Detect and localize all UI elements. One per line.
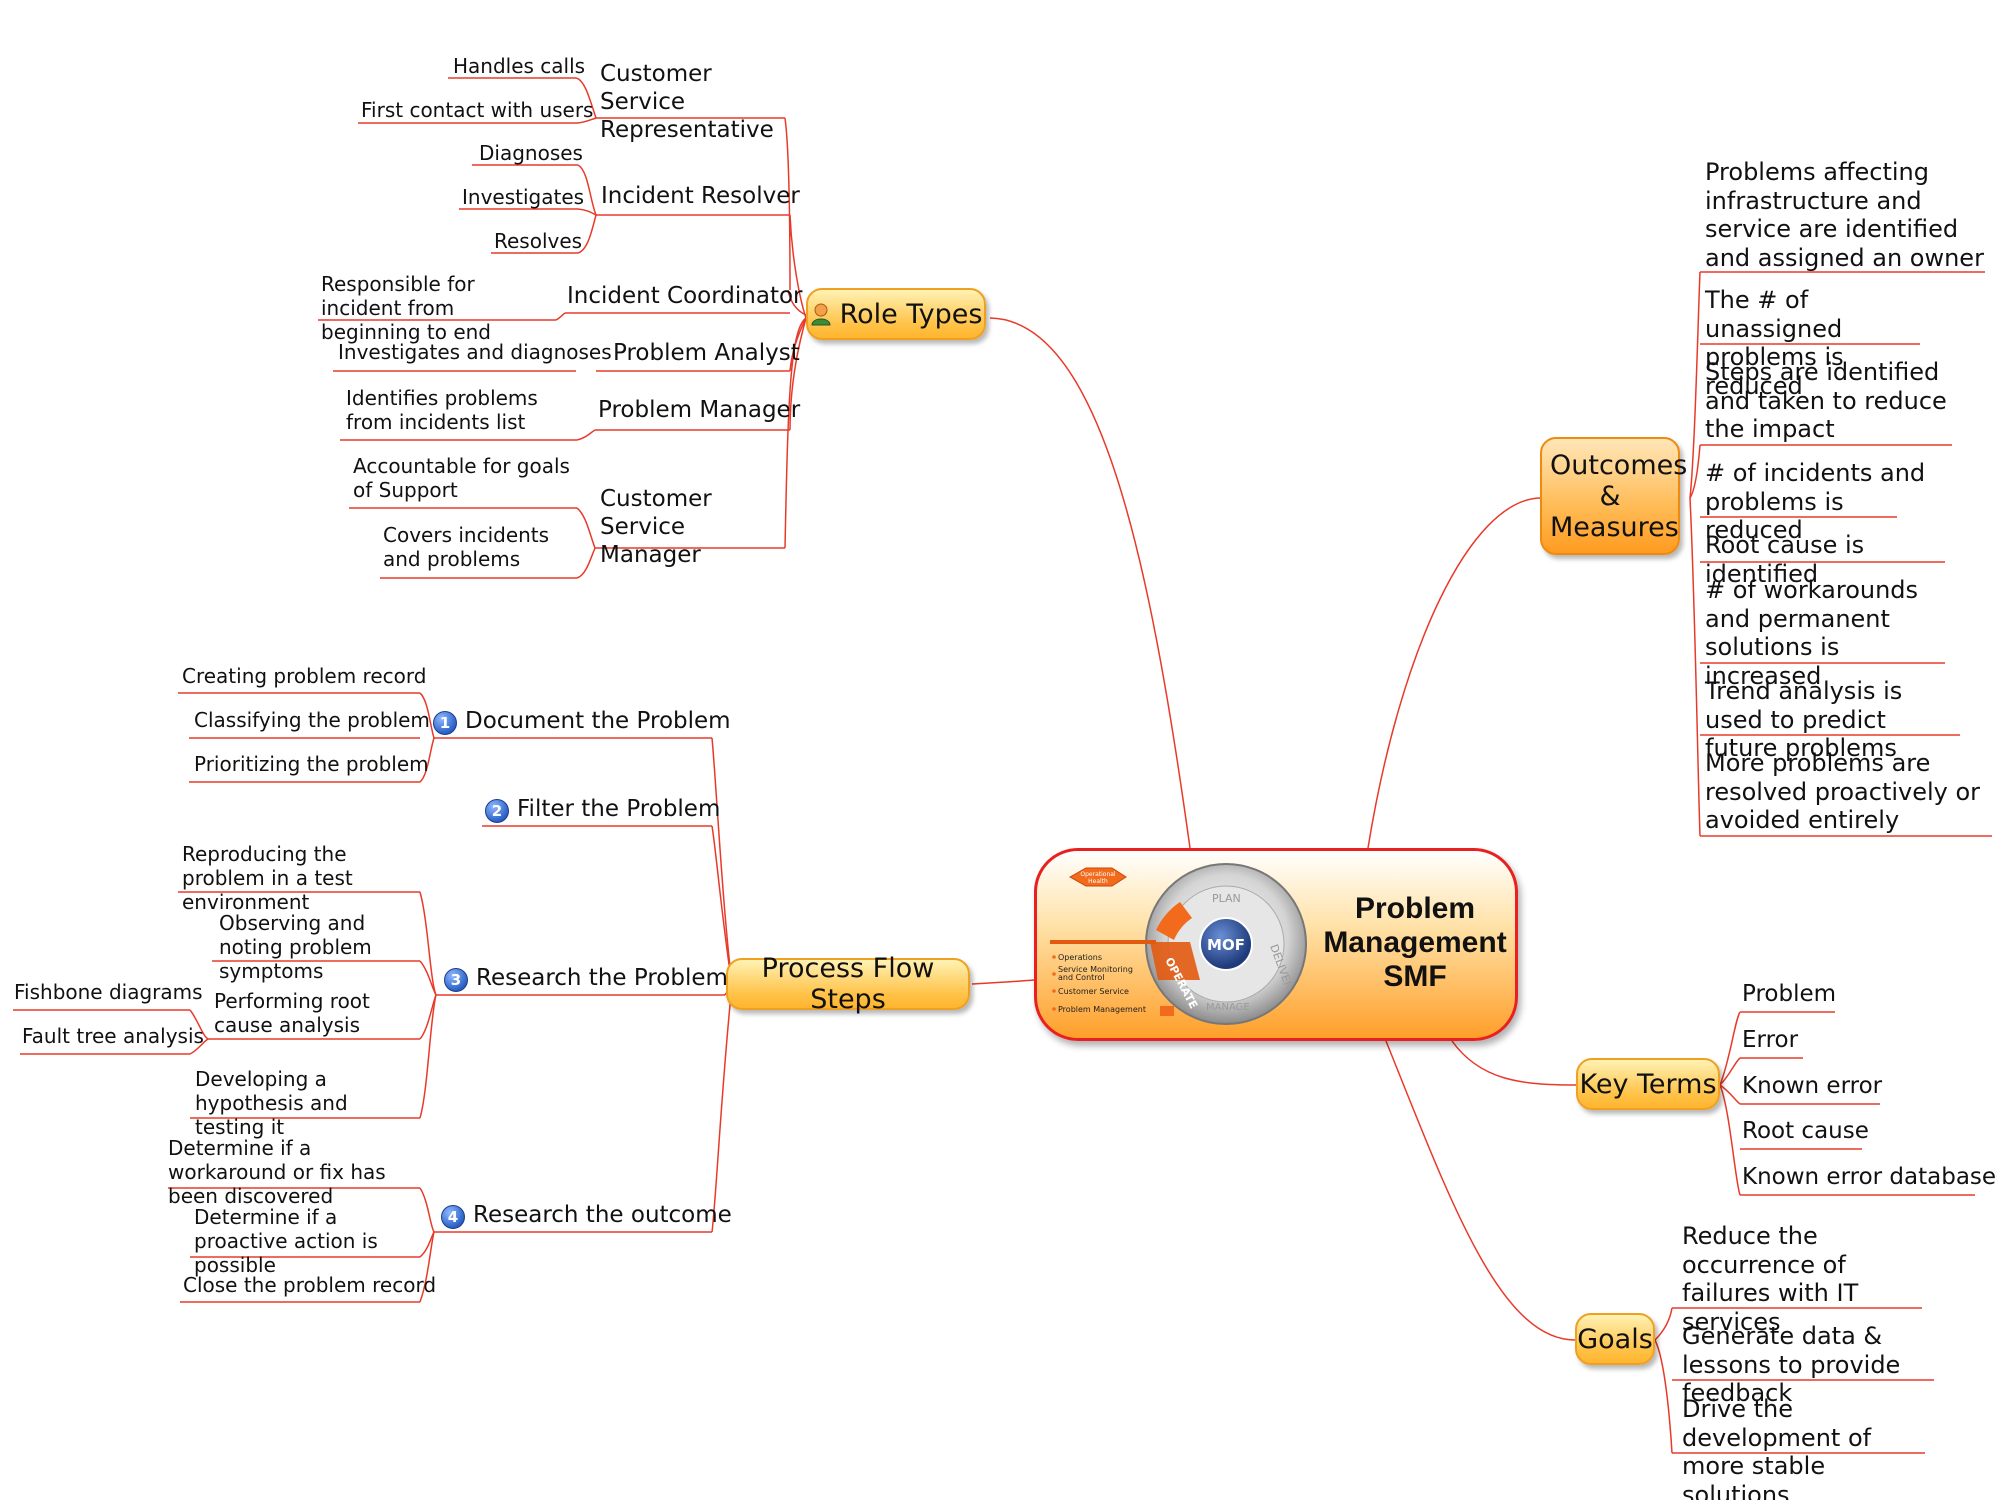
goal-item: Generate data & lessons to provide feedb… <box>1682 1322 1901 1407</box>
step-detail: Performing root cause analysis <box>214 989 370 1037</box>
topic-key-terms[interactable]: Key Terms <box>1576 1058 1720 1110</box>
mof-ring-manage: MANAGE <box>1206 1002 1250 1013</box>
mof-legend-4: Problem Management <box>1058 1005 1146 1014</box>
step-number-badge: 4 <box>441 1205 465 1229</box>
mof-logo-icon: OPERATE PLAN DELIVER MANAGE MOF Operatio… <box>1050 863 1307 1025</box>
role-item: Incident Coordinator <box>567 283 803 309</box>
role-detail: Accountable for goals of Support <box>353 454 570 502</box>
step-detail: Prioritizing the problem <box>194 752 429 776</box>
mof-legend-1: Operations <box>1058 953 1102 962</box>
key-term-item: Root cause <box>1742 1118 1869 1144</box>
mof-ring-plan: PLAN <box>1212 892 1241 905</box>
outcome-item: # of incidents and problems is reduced <box>1705 459 1926 544</box>
goal-item: Drive the development of more stable sol… <box>1682 1395 1872 1500</box>
outcome-item: Steps are identified and taken to reduce… <box>1705 358 1947 443</box>
outcome-item: The # of unassigned problems is reduced <box>1705 286 1844 400</box>
topic-goals[interactable]: Goals <box>1575 1313 1655 1365</box>
person-icon <box>811 303 831 326</box>
topic-outcomes[interactable]: Outcomes & Measures <box>1540 437 1688 555</box>
goal-item: Reduce the occurrence of failures with I… <box>1682 1222 1859 1336</box>
root-cause-method: Fault tree analysis <box>22 1024 204 1048</box>
role-item: Customer Service Representative <box>600 61 774 143</box>
step-detail: Classifying the problem <box>194 708 430 732</box>
key-term-item: Known error <box>1742 1073 1883 1099</box>
step-detail: Close the problem record <box>183 1273 437 1297</box>
topic-goals-label: Goals <box>1577 1323 1653 1355</box>
role-item: Problem Manager <box>598 397 801 423</box>
step-label: Research the outcome <box>473 1202 732 1228</box>
topic-key-terms-label: Key Terms <box>1579 1068 1717 1100</box>
key-term-item: Error <box>1742 1027 1799 1053</box>
step-detail: Creating problem record <box>182 664 427 688</box>
mof-badge-line1: Operational <box>1080 871 1116 878</box>
topic-process-flow-label: Process Flow Steps <box>761 953 935 1015</box>
role-item: Incident Resolver <box>601 183 800 209</box>
key-term-item: Problem <box>1742 981 1837 1007</box>
step-detail: Observing and noting problem symptoms <box>219 911 372 983</box>
outcome-item: Trend analysis is used to predict future… <box>1705 677 1903 762</box>
root-cause-method: Fishbone diagrams <box>14 980 203 1004</box>
outcome-item: # of workarounds and permanent solutions… <box>1705 576 1919 690</box>
topic-process-flow[interactable]: Process Flow Steps <box>726 953 970 1015</box>
outcome-item: Problems affecting infrastructure and se… <box>1705 158 1984 272</box>
role-item: Problem Analyst <box>613 340 800 366</box>
role-detail: Diagnoses <box>479 141 583 165</box>
role-detail: Handles calls <box>453 54 586 78</box>
step-number-badge: 3 <box>444 968 468 992</box>
step-detail: Developing a hypothesis and testing it <box>195 1067 348 1139</box>
step-label: Research the Problem <box>476 965 728 991</box>
step-detail: Determine if a workaround or fix has bee… <box>168 1136 386 1208</box>
outcome-item: More problems are resolved proactively o… <box>1705 749 1981 834</box>
role-detail: Investigates <box>462 185 585 209</box>
role-detail: Resolves <box>494 229 583 253</box>
topic-role-types-label: Role Types <box>839 298 983 330</box>
mof-legend-2b: and Control <box>1058 973 1105 982</box>
role-detail: Investigates and diagnoses <box>338 340 612 364</box>
role-detail: Identifies problems from incidents list <box>346 386 538 434</box>
mof-legend-3: Customer Service <box>1058 987 1129 996</box>
outcome-item: Root cause is identified <box>1705 531 1865 588</box>
role-detail: First contact with users <box>361 98 594 122</box>
role-detail: Responsible for incident from beginning … <box>321 272 491 344</box>
role-item: Customer Service Manager <box>600 486 712 568</box>
step-number-badge: 2 <box>485 799 509 823</box>
topic-outcomes-label: Outcomes & Measures <box>1550 449 1688 543</box>
mof-badge-line2: Health <box>1088 878 1108 885</box>
key-term-item: Known error database <box>1742 1164 1997 1190</box>
step-label: Document the Problem <box>465 708 731 734</box>
step-detail: Reproducing the problem in a test enviro… <box>182 842 353 914</box>
step-number-badge: 1 <box>433 711 457 735</box>
mof-hub-label: MOF <box>1207 936 1245 954</box>
role-detail: Covers incidents and problems <box>383 523 550 571</box>
topic-role-types[interactable]: Role Types <box>806 288 986 340</box>
step-label: Filter the Problem <box>517 796 721 822</box>
step-detail: Determine if a proactive action is possi… <box>194 1205 378 1277</box>
mof-legend-2a: Service Monitoring <box>1058 965 1133 974</box>
